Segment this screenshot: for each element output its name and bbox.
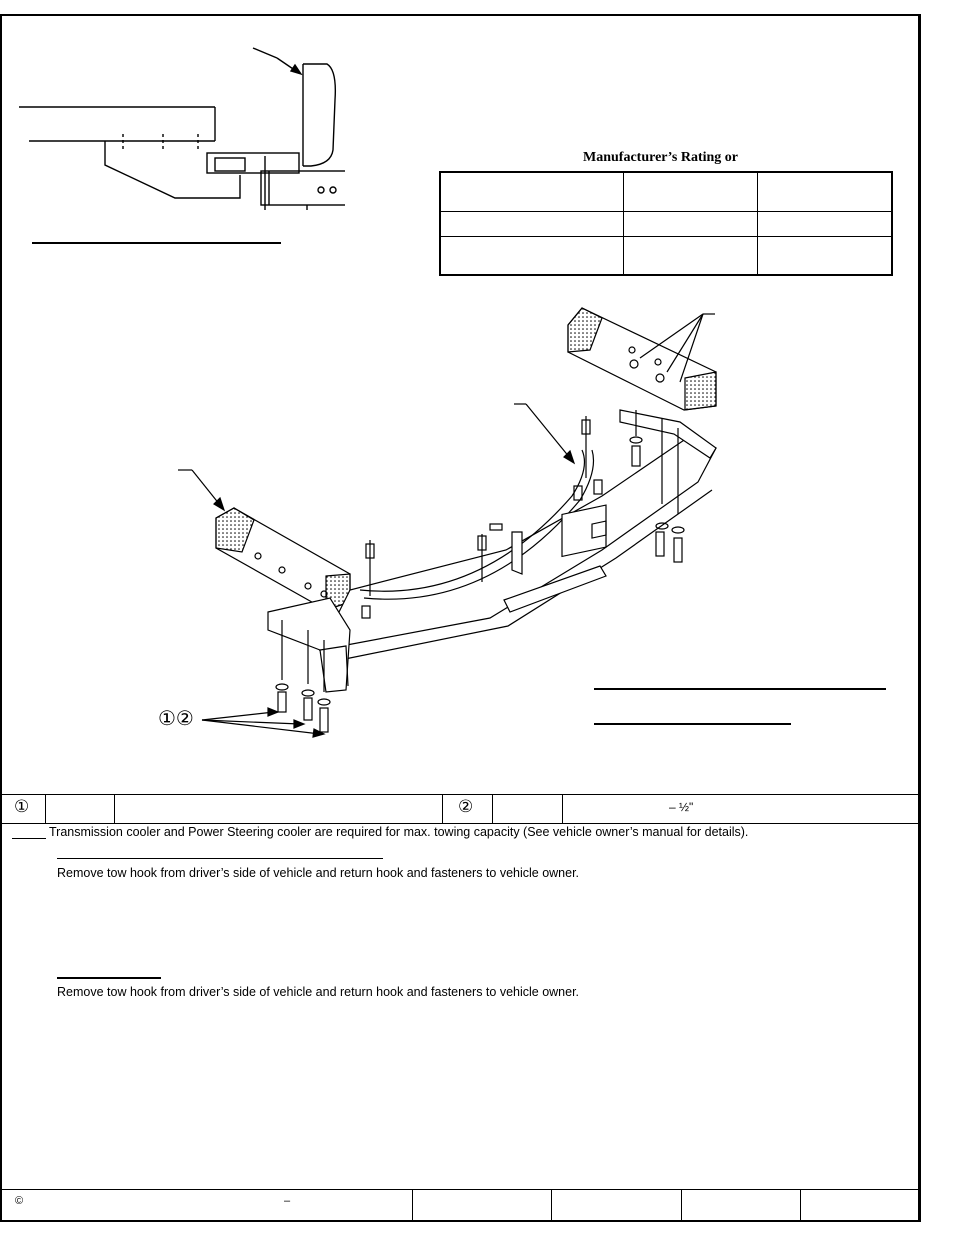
side-view-caption-rule <box>32 242 281 244</box>
rating-row <box>439 210 893 237</box>
parts-col-divider <box>562 795 563 823</box>
parts-col-divider <box>492 795 493 823</box>
rating-cell <box>439 235 624 276</box>
rating-row <box>439 235 893 276</box>
step-1-text: Remove tow hook from driver’s side of ve… <box>57 866 580 880</box>
rating-cell <box>622 235 759 276</box>
side-view-illustration <box>19 47 345 210</box>
footer-dash: – <box>284 1195 291 1207</box>
parts-row-top-rule <box>2 794 920 795</box>
rating-table-title: Manufacturer’s Rating or <box>583 150 739 165</box>
parts-col-divider <box>114 795 115 823</box>
parts-col-divider <box>45 795 46 823</box>
footer-col-divider <box>800 1190 801 1221</box>
step-2-heading-rule <box>57 977 161 979</box>
rating-cell <box>622 210 759 237</box>
rating-cell <box>757 210 893 237</box>
rating-cell <box>439 210 624 237</box>
hardware-callout-numbers: ①② <box>158 708 194 730</box>
footer-top-rule <box>2 1189 920 1190</box>
cooler-note: Transmission cooler and Power Steering c… <box>49 825 749 839</box>
note-rule-2 <box>594 723 791 725</box>
cooler-note-blank <box>12 838 46 839</box>
step-2-text: Remove tow hook from driver’s side of ve… <box>57 985 580 999</box>
footer-col-divider <box>681 1190 682 1221</box>
rating-cell <box>622 171 759 212</box>
part-1-marker: ① <box>14 797 30 816</box>
part-2-description: – ½" <box>669 800 694 814</box>
parts-col-divider <box>442 795 443 823</box>
rating-header-row <box>439 171 893 212</box>
step-1-heading-rule <box>57 858 383 859</box>
rating-cell <box>757 235 893 276</box>
rating-cell <box>439 171 624 212</box>
part-2-marker: ② <box>458 797 474 816</box>
footer-col-divider <box>412 1190 413 1221</box>
hitch-exploded-illustration <box>178 307 717 738</box>
page-frame <box>0 14 921 1222</box>
footer-col-divider <box>551 1190 552 1221</box>
note-rule-1 <box>594 688 886 690</box>
parts-row-bottom-rule <box>2 823 920 824</box>
footer-copyright: © <box>15 1195 24 1207</box>
rating-table <box>439 171 893 276</box>
rating-cell <box>757 171 893 212</box>
